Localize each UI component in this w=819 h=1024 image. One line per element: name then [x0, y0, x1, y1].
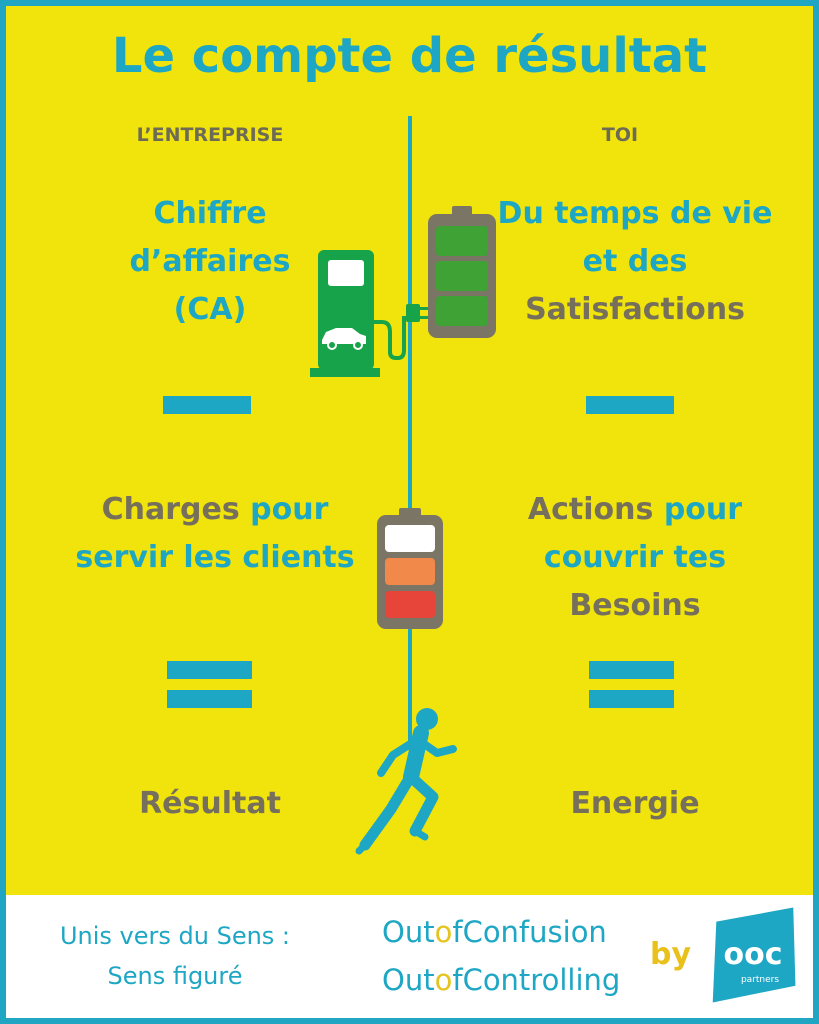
- brand2-ut: ut: [404, 963, 435, 997]
- low-battery-icon: [377, 508, 443, 629]
- left-result-text: Résultat: [139, 786, 281, 821]
- left-charges-text: Charges pour servir les clients: [60, 486, 370, 582]
- brand1-o: O: [382, 915, 405, 949]
- ooc-partners-logo: ooc partners: [712, 907, 796, 1003]
- left-equals-top: [167, 661, 252, 679]
- page-title: Le compte de résultat: [111, 28, 708, 84]
- by-label: by: [650, 937, 692, 972]
- brand1-ut: ut: [404, 915, 435, 949]
- right-actions-pour: pour: [653, 492, 743, 527]
- plug-icon: [406, 304, 430, 322]
- right-actions-line-2: couvrir tes: [543, 540, 727, 575]
- brand1-f: f: [452, 915, 463, 949]
- right-equals-bottom: [589, 690, 674, 708]
- footer-line-1: Unis vers du Sens :: [59, 922, 291, 950]
- left-revenue-line-1: Chiffre: [153, 196, 267, 231]
- right-actions-line-3: Besoins: [569, 588, 701, 623]
- right-actions-text: Actions pour couvrir tes Besoins: [495, 486, 775, 630]
- runner-icon: [355, 708, 457, 855]
- left-column-header: L’ENTREPRISE: [136, 124, 284, 146]
- right-lifetime-text: Du temps de vie et des Satisfactions: [495, 190, 775, 334]
- full-battery-icon: [428, 206, 496, 338]
- right-equals-top: [589, 661, 674, 679]
- left-minus-sign: [163, 396, 251, 414]
- right-lifetime-line-2: et des: [582, 244, 688, 279]
- fuel-pump-icon: [310, 250, 406, 377]
- brand1-of-o: o: [434, 915, 453, 949]
- brand2-of-o: o: [434, 963, 453, 997]
- right-energy-text: Energie: [570, 786, 700, 821]
- right-minus-sign: [586, 396, 674, 414]
- left-charges-line-2: servir les clients: [75, 540, 355, 575]
- right-actions-word: Actions: [527, 492, 654, 527]
- brand-outofconfusion: OutofConfusion: [382, 915, 607, 949]
- left-equals-bottom: [167, 690, 252, 708]
- right-column-header: TOI: [601, 124, 639, 146]
- brand1-c: C: [462, 915, 483, 949]
- brand2-c: C: [462, 963, 483, 997]
- left-revenue-line-2: d’affaires: [129, 244, 291, 279]
- brand2-f: f: [452, 963, 463, 997]
- left-charges-word: Charges: [101, 492, 240, 527]
- footer-line-2: Sens figuré: [107, 962, 243, 990]
- left-revenue-text: Chiffre d’affaires (CA): [100, 190, 320, 334]
- right-lifetime-line-3: Satisfactions: [525, 292, 745, 327]
- brand2-rest: ontrolling: [482, 963, 621, 997]
- brand1-rest: onfusion: [482, 915, 607, 949]
- logo-partners-text: partners: [741, 975, 779, 985]
- logo-ooc-text: ooc: [723, 937, 782, 972]
- brand-outofcontrolling: OutofControlling: [382, 963, 620, 997]
- right-lifetime-line-1: Du temps de vie: [497, 196, 773, 231]
- left-revenue-line-3: (CA): [173, 292, 247, 327]
- left-charges-pour: pour: [239, 492, 329, 527]
- brand2-o: O: [382, 963, 405, 997]
